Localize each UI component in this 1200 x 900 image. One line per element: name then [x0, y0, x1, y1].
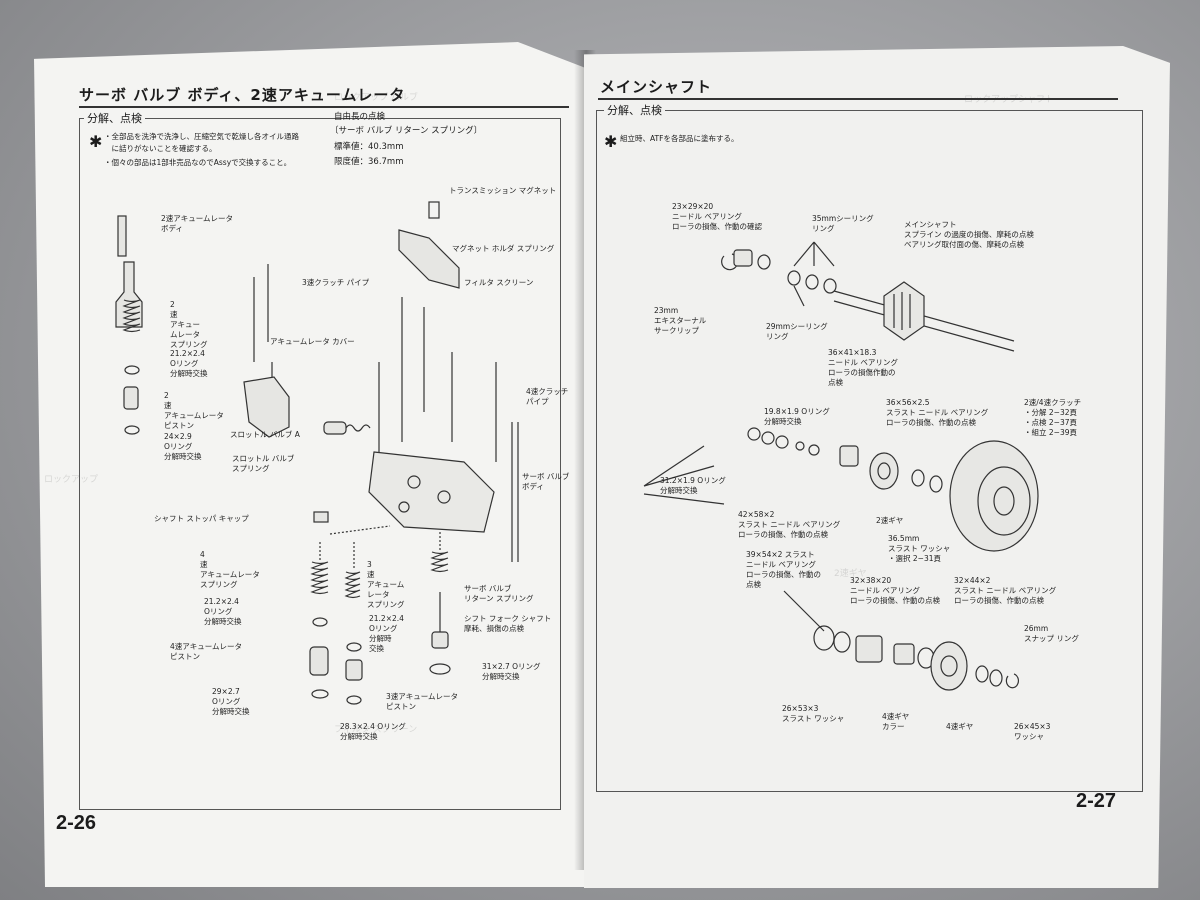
spec-standard: 標準値：40.3mm — [334, 142, 404, 152]
note-line-2: に詰りがないことを確認する。 — [104, 144, 217, 153]
servo-valve-exploded-diagram — [115, 201, 519, 705]
label-29mm-sealing-ring: 29mmシーリング リング — [766, 322, 828, 341]
mainshaft-exploded-diagram — [643, 241, 1039, 691]
label-oring-31: 31×2.7 Oリング 分解時交換 — [482, 662, 541, 681]
label-oring-29: 29×2.7 Oリング 分解時交換 — [212, 687, 250, 716]
label-thrust-bearing-36: 36×56×2.5 スラスト ニードル ベアリング ローラの損傷、作動の点検 — [886, 398, 989, 427]
label-3rd-accumulator-spring: 3 速 アキューム レータ スプリング — [367, 560, 405, 609]
note-line-1: ・全部品を洗浄で洗浄し、圧縮空気で乾燥し各オイル通路 — [104, 132, 299, 141]
page-number: 2-27 — [1076, 790, 1117, 812]
label-4th-gear-collar: 4速ギヤ カラー — [882, 712, 910, 731]
left-page: ロックアップ バルブ ロックアップ フィルタ スクリーン サーボ バルブ ボディ… — [34, 42, 584, 887]
label-oring-19-8: 19.8×1.9 Oリング 分解時交換 — [764, 407, 830, 426]
asterisk-icon: ✱ — [89, 132, 103, 151]
label-thrust-bearing-32: 32×44×2 スラスト ニードル ベアリング ローラの損傷、作動の点検 — [954, 576, 1057, 605]
label-thrust-washer-36-5: 36.5mm スラスト ワッシャ ・選択 2−31頁 — [888, 534, 951, 563]
label-4th-accumulator-piston: 4速アキュームレータ ピストン — [170, 642, 243, 661]
label-magnet-holder-spring: マグネット ホルダ スプリング — [452, 244, 555, 253]
section-heading: 分解、点検 — [604, 102, 665, 118]
content-frame — [596, 110, 1143, 792]
note-line: 組立時、ATFを各部品に塗布する。 — [620, 134, 739, 143]
label-2nd-accumulator-piston: 2 速 アキュームレータ ピストン — [164, 391, 224, 430]
label-oring-21-2-b: 21.2×2.4 Oリング 分解時交換 — [204, 597, 242, 626]
label-2nd-accumulator-spring: 2 速 アキュー ムレータ スプリング — [170, 300, 208, 349]
title-rule — [598, 98, 1118, 100]
label-3rd-accumulator-piston: 3速アキュームレータ ピストン — [386, 692, 459, 711]
label-throttle-valve-a: スロットル バルブ A — [230, 430, 300, 439]
label-shift-fork-shaft: シフト フォーク シャフト 摩耗、損傷の点検 — [464, 614, 552, 633]
spec-item: 〔サーボ バルブ リターン スプリング〕 — [330, 126, 483, 136]
label-3rd-clutch-pipe: 3速クラッチ パイプ — [302, 278, 370, 287]
label-needle-bearing-36: 36×41×18.3 ニードル ベアリング ローラの損傷作動の 点検 — [828, 348, 898, 387]
label-servo-valve-return-spring: サーボ バルブ リターン スプリング — [464, 584, 534, 603]
page-title: サーボ バルブ ボディ、2速アキュームレータ — [79, 86, 406, 104]
label-4th-accumulator-spring: 4 速 アキュームレータ スプリング — [200, 550, 260, 589]
title-rule — [79, 106, 569, 108]
label-35mm-sealing-ring: 35mmシーリング リング — [812, 214, 874, 233]
label-26mm-snap-ring: 26mm スナップ リング — [1024, 624, 1079, 643]
section-heading: 分解、点検 — [84, 110, 145, 126]
page-title: メインシャフト — [600, 78, 713, 96]
label-2nd-4th-clutch: 2速/4速クラッチ ・分解 2−32頁 ・点検 2−37頁 ・組立 2−39頁 — [1024, 398, 1082, 437]
label-oring-21-2-c: 21.2×2.4 Oリング 分解時 交換 — [369, 614, 404, 653]
label-2nd-gear: 2速ギヤ — [876, 516, 904, 525]
label-23mm-circlip: 23mm エキスターナル サークリップ — [654, 306, 707, 335]
label-washer-26: 26×45×3 ワッシャ — [1014, 722, 1051, 741]
spec-limit: 限度値：36.7mm — [334, 157, 404, 167]
asterisk-icon: ✱ — [604, 132, 618, 151]
label-2nd-accumulator-body: 2速アキュームレータ ボディ — [161, 214, 234, 233]
label-needle-bearing-32: 32×38×20 ニードル ベアリング ローラの損傷、作動の点検 — [850, 576, 940, 605]
label-shaft-stopper-cap: シャフト ストッパ キャップ — [154, 514, 249, 523]
label-throttle-valve-spring: スロットル バルブ スプリング — [232, 454, 295, 473]
right-page: ロックアップシャフト 2速ギヤ メインシャフト 分解、点検 ✱ 組立時、ATFを… — [584, 46, 1170, 888]
page-number: 2-26 — [56, 812, 97, 834]
label-oring-21-2: 21.2×2.4 Oリング 分解時交換 — [170, 349, 208, 378]
label-transmission-magnet: トランスミッション マグネット — [449, 186, 557, 195]
label-mainshaft: メインシャフト スプライン の過度の損傷、摩耗の点検 ベアリング取付面の傷、摩耗… — [904, 220, 1034, 249]
spec-heading: 自由長の点検 — [334, 112, 386, 122]
label-accumulator-cover: アキュームレータ カバー — [270, 337, 355, 346]
label-needle-bearing-23: 23×29×20 ニードル ベアリング ローラの損傷、作動の確認 — [672, 202, 762, 231]
label-thrust-bearing-39: 39×54×2 スラスト ニードル ベアリング ローラの損傷、作動の 点検 — [746, 550, 821, 589]
label-servo-valve-body: サーボ バルブ ボディ — [522, 472, 570, 491]
label-oring-24: 24×2.9 Oリング 分解時交換 — [164, 432, 202, 461]
label-oring-28-3: 28.3×2.4 Oリング 分解時交換 — [340, 722, 406, 741]
label-oring-31-2: 31.2×1.9 Oリング 分解時交換 — [660, 476, 726, 495]
label-4th-gear: 4速ギヤ — [946, 722, 974, 731]
label-thrust-bearing-42: 42×58×2 スラスト ニードル ベアリング ローラの損傷、作動の点検 — [738, 510, 841, 539]
content-frame — [79, 118, 561, 810]
label-filter-screen: フィルタ スクリーン — [464, 278, 534, 287]
label-thrust-washer-26: 26×53×3 スラスト ワッシャ — [782, 704, 845, 723]
label-4th-clutch-pipe: 4速クラッチ パイプ — [526, 387, 569, 406]
note-line-3: ・個々の部品は1部非売品なのでAssyで交換すること。 — [104, 158, 292, 167]
